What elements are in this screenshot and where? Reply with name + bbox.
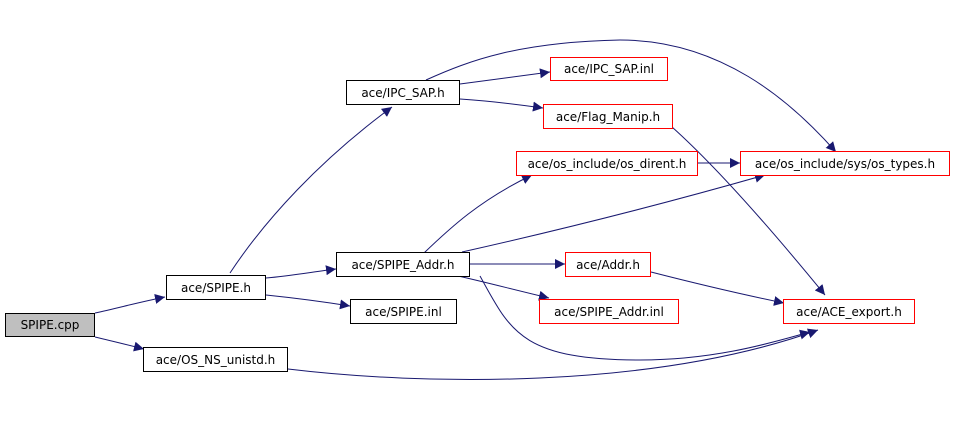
edge-flag-manip-to-ace-export [671,126,826,296]
edge-spipe-cpp-to-spipe-h [94,294,166,314]
edge-spipe-cpp-to-os-ns-unistd [94,336,145,352]
node-spipe-h[interactable]: ace/SPIPE.h [166,275,266,300]
node-ace-export-h[interactable]: ace/ACE_export.h [783,299,915,324]
node-spipe-addr-h[interactable]: ace/SPIPE_Addr.h [336,252,470,277]
node-ipc-sap-h[interactable]: ace/IPC_SAP.h [346,80,460,105]
node-addr-h[interactable]: ace/Addr.h [565,252,651,277]
node-spipe-cpp[interactable]: SPIPE.cpp [5,313,95,337]
edge-spipe-addr-h-to-os-dirent [423,174,533,254]
node-os-ns-unistd-h[interactable]: ace/OS_NS_unistd.h [143,347,288,372]
node-spipe-inl[interactable]: ace/SPIPE.inl [350,299,457,324]
edge-ipc-sap-h-to-flag-manip [459,98,544,112]
node-flag-manip-h[interactable]: ace/Flag_Manip.h [543,104,673,129]
edge-spipe-h-to-ipc-sap-h [229,106,393,274]
edge-spipe-addr-h-to-spipe-addr-inl [457,275,550,301]
edge-addr-h-to-ace-export [650,271,785,306]
edge-spipe-addr-h-to-os-types [461,172,766,253]
edge-ipc-sap-h-to-ipc-sap-inl [459,68,551,85]
edge-spipe-h-to-spipe-addr-h [265,265,337,279]
node-ipc-sap-inl[interactable]: ace/IPC_SAP.inl [550,57,668,81]
node-spipe-addr-inl[interactable]: ace/SPIPE_Addr.inl [539,299,679,324]
edge-spipe-addr-h-to-ace-export [479,275,811,361]
edge-os-ns-unistd-to-ace-export [287,328,819,381]
node-os-dirent-h[interactable]: ace/os_include/os_dirent.h [516,151,698,176]
edge-ipc-sap-h-to-os-types [425,39,837,153]
edge-spipe-h-to-spipe-inl [265,294,351,310]
node-os-types-h[interactable]: ace/os_include/sys/os_types.h [740,151,950,176]
